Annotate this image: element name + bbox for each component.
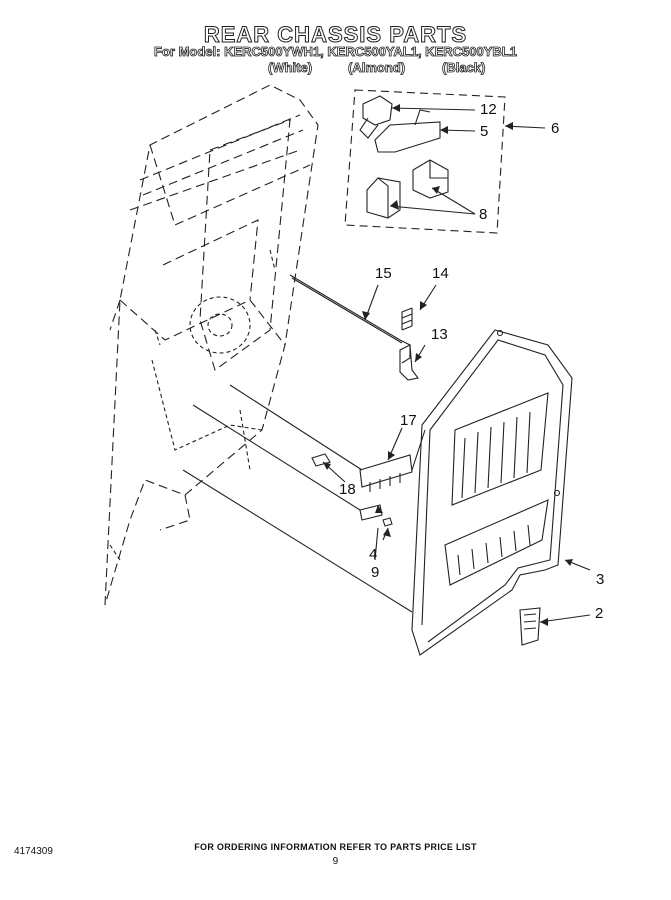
part-14-spring (401, 307, 413, 331)
part-17-terminal-block (359, 454, 413, 492)
callout-18: 18 (339, 481, 356, 498)
callout-14: 14 (432, 265, 449, 282)
variant-almond: (Almond) (348, 60, 406, 76)
callout-2: 2 (595, 605, 604, 622)
callout-5: 5 (480, 123, 489, 140)
callout-17: 17 (400, 412, 417, 429)
range-chassis-details (109, 249, 276, 561)
ordering-note: FOR ORDERING INFORMATION REFER TO PARTS … (194, 842, 477, 852)
variant-black: (Black) (442, 60, 486, 76)
leader-lines (322, 284, 591, 623)
model-numbers: For Model: KERC500YWH1, KERC500YAL1, KER… (154, 44, 518, 60)
assembly-lines (182, 384, 426, 613)
variant-white: (White) (268, 60, 313, 76)
callout-6: 6 (551, 120, 560, 137)
part-18 (311, 453, 331, 467)
part-15-rod (289, 274, 411, 364)
callout-8: 8 (479, 206, 488, 223)
callout-12: 12 (480, 101, 497, 118)
part-13-bracket (399, 344, 419, 381)
callout-3: 3 (596, 571, 605, 588)
diagram-title: REAR CHASSIS PARTS (203, 22, 468, 48)
callout-4: 4 (369, 546, 378, 563)
callout-15: 15 (375, 265, 392, 282)
part-8 (366, 159, 476, 219)
page-number: 9 (332, 856, 339, 867)
part-2 (519, 607, 541, 646)
part-4 (359, 504, 383, 521)
callout-13: 13 (431, 326, 448, 343)
callout-9: 9 (371, 564, 380, 581)
arrow-heads (323, 104, 573, 626)
document-number: 4174309 (14, 846, 53, 857)
part-3-back-panel (411, 329, 573, 656)
group-6-bracket (344, 89, 506, 234)
range-chassis-outline (104, 84, 319, 606)
part-12 (359, 95, 476, 139)
part-9 (382, 517, 393, 527)
